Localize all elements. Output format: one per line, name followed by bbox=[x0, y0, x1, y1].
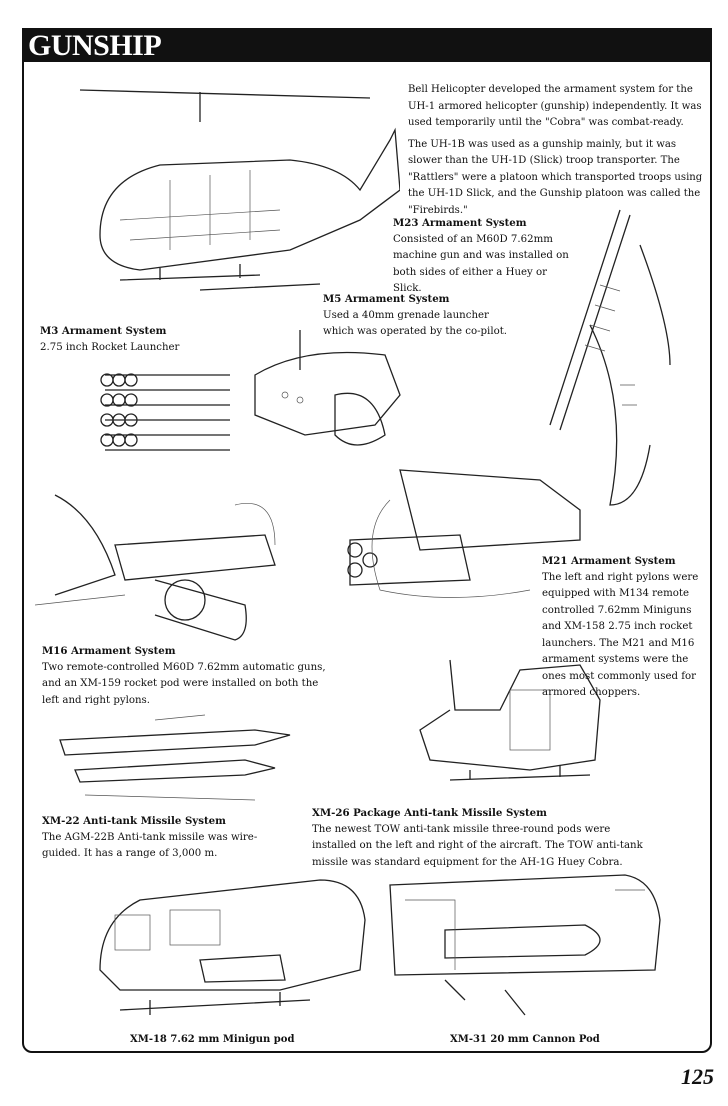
armored-huey-illustration bbox=[419, 659, 601, 781]
m21-description: M21 Armament System The left and right p… bbox=[542, 553, 707, 702]
m3-rocket-launcher-illustration bbox=[100, 373, 230, 451]
m5-title: M5 Armament System bbox=[323, 293, 450, 305]
m16-text: Two remote-controlled M60D 7.62mm automa… bbox=[42, 661, 326, 706]
xm26-title: XM-26 Package Anti-tank Missile System bbox=[312, 807, 547, 819]
m5-text: Used a 40mm grenade launcher which was o… bbox=[323, 309, 508, 338]
m5-description: M5 Armament System Used a 40mm grenade l… bbox=[323, 291, 508, 341]
m23-machine-gun-illustration bbox=[549, 209, 671, 506]
m21-text: The left and right pylons were equipped … bbox=[542, 571, 699, 699]
page-header: GUNSHIP bbox=[22, 28, 712, 62]
intro-text: Bell Helicopter developed the armament s… bbox=[408, 82, 708, 219]
xm31-cannon-pod-illustration bbox=[389, 874, 661, 1016]
intro-paragraph-2: The UH-1B was used as a gunship mainly, … bbox=[408, 138, 703, 216]
page-number: 125 bbox=[681, 1064, 714, 1089]
uh1-gunship-illustration bbox=[79, 89, 400, 291]
m21-minigun-rocket-illustration bbox=[347, 469, 581, 598]
m16-description: M16 Armament System Two remote-controlle… bbox=[42, 643, 327, 709]
m5-grenade-launcher-illustration bbox=[254, 330, 401, 446]
xm22-text: The AGM-22B Anti-tank missile was wire-g… bbox=[42, 831, 258, 860]
xm18-minigun-pod-illustration bbox=[99, 879, 366, 1015]
xm22-missile-illustration bbox=[59, 714, 291, 801]
xm22-description: XM-22 Anti-tank Missile System The AGM-2… bbox=[42, 813, 292, 863]
page-title: GUNSHIP bbox=[28, 29, 162, 62]
xm26-description: XM-26 Package Anti-tank Missile System T… bbox=[312, 805, 657, 871]
m23-title: M23 Armament System bbox=[393, 217, 527, 229]
m16-title: M16 Armament System bbox=[42, 645, 176, 657]
m3-description: M3 Armament System 2.75 inch Rocket Laun… bbox=[40, 323, 220, 356]
xm22-title: XM-22 Anti-tank Missile System bbox=[42, 815, 226, 827]
m3-title: M3 Armament System bbox=[40, 325, 167, 337]
intro-paragraph-1: Bell Helicopter developed the armament s… bbox=[408, 84, 702, 128]
xm26-text: The newest TOW anti-tank missile three-r… bbox=[312, 823, 643, 868]
m23-text: Consisted of an M60D 7.62mm machine gun … bbox=[393, 233, 569, 295]
xm18-caption: XM-18 7.62 mm Minigun pod bbox=[130, 1034, 295, 1045]
m3-text: 2.75 inch Rocket Launcher bbox=[40, 341, 180, 353]
xm31-caption: XM-31 20 mm Cannon Pod bbox=[450, 1034, 600, 1045]
m21-title: M21 Armament System bbox=[542, 555, 676, 567]
m23-description: M23 Armament System Consisted of an M60D… bbox=[393, 215, 571, 298]
m16-armament-illustration bbox=[35, 494, 276, 641]
